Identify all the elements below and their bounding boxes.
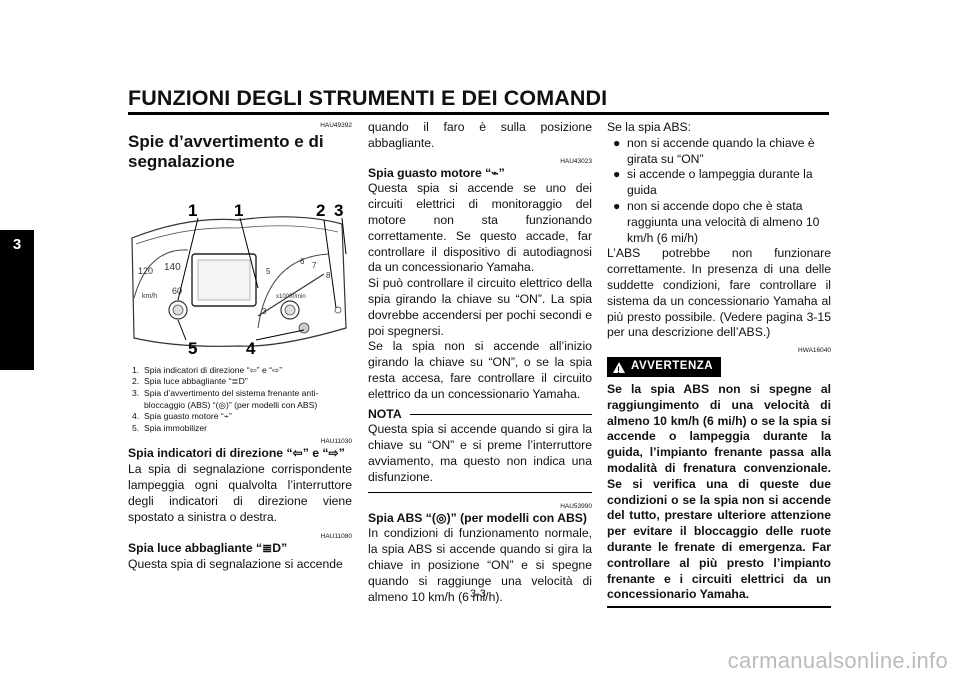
body-text: Se la spia non si accende all’inizio gir… — [368, 339, 592, 401]
warning-end-rule — [607, 606, 831, 609]
ref-code: HAU53990 — [560, 502, 592, 510]
ref-code: HAU43023 — [560, 157, 592, 165]
callout-3: 3 — [334, 201, 343, 220]
legend-item: 2.Spia luce abbagliante “≣D” — [132, 376, 248, 387]
warning-badge: ! AVVERTENZA — [607, 357, 722, 377]
subsection-title: Spia indicatori di direzione “⇦” e “⇨” — [128, 446, 345, 461]
body-text: La spia di segnalazione corrispondente l… — [128, 462, 352, 524]
column-1: HAU49392 Spie d’avvertimento e di segnal… — [128, 120, 352, 573]
svg-text:5: 5 — [266, 267, 271, 276]
callout-5: 5 — [188, 339, 197, 354]
legend-item: 4.Spia guasto motore “⌁” — [132, 411, 232, 422]
ref-code: HAU11030 — [320, 438, 352, 446]
callout-2: 2 — [316, 201, 325, 220]
body-text: Questa spia di segnalazione si accende — [128, 557, 343, 572]
subsection-title: Spia guasto motore “⌁” — [368, 165, 505, 180]
callout-4: 4 — [246, 339, 256, 354]
subsection-title: Spia luce abbagliante “≣D” — [128, 541, 288, 556]
legend-item: 3.Spia d’avvertimento del sistema frenan… — [132, 387, 319, 410]
body-text: In condizioni di funzionamento normale, … — [368, 526, 592, 604]
svg-text:120: 120 — [138, 266, 153, 276]
ref-code: HWA16040 — [798, 347, 831, 355]
svg-text:7: 7 — [312, 261, 317, 270]
subsection-title: Spia ABS “(◎)” (per modelli con ABS) — [368, 510, 587, 525]
body-text: L’ABS potrebbe non funzionare correttame… — [607, 246, 831, 340]
bullet-item: ●non si accende dopo che è stata raggiun… — [613, 198, 820, 245]
svg-text:8: 8 — [326, 271, 331, 280]
nota-heading: NOTA — [368, 407, 592, 423]
body-text: quando il faro è sulla posizione abbagli… — [368, 120, 592, 150]
svg-text:km/h: km/h — [142, 293, 157, 300]
column-2: quando il faro è sulla posizione abbagli… — [368, 120, 592, 605]
bullet-item: ●si accende o lampeggia durante la guida — [613, 167, 813, 198]
ref-code: HAU49392 — [320, 122, 352, 129]
callout-1a: 1 — [188, 201, 197, 220]
instrument-panel-figure: 120 140 km/h 60 5 6 7 8 x1000r/min 3 1 1… — [128, 178, 352, 358]
page-number: 3-3 — [470, 588, 486, 600]
body-text: Questa spia si accende se uno dei circui… — [368, 181, 592, 275]
svg-text:140: 140 — [164, 262, 181, 273]
svg-text:60: 60 — [172, 286, 182, 296]
body-text: Se la spia ABS: — [607, 120, 692, 134]
header-rule — [128, 112, 829, 115]
legend-item: 5.Spia immobilizer — [132, 422, 208, 433]
svg-text:6: 6 — [300, 257, 305, 266]
chapter-number: 3 — [12, 236, 22, 253]
figure-legend: 1.Spia indicatori di direzione “⇦” e “⇨”… — [132, 365, 352, 435]
bullet-item: ●non si accende quando la chiave è girat… — [613, 135, 815, 166]
section-title: Spie d’avvertimento e di segnalazione — [128, 132, 324, 171]
nota-text: Questa spia si accende quando si gira la… — [368, 422, 592, 484]
legend-item: 1.Spia indicatori di direzione “⇦” e “⇨” — [132, 364, 283, 375]
column-3: Se la spia ABS: ●non si accende quando l… — [607, 120, 831, 609]
warning-icon: ! — [613, 361, 625, 375]
svg-text:x1000r/min: x1000r/min — [276, 294, 306, 300]
page-header-title: FUNZIONI DEGLI STRUMENTI E DEI COMANDI — [128, 86, 608, 110]
callout-1b: 1 — [234, 201, 243, 220]
body-text: Si può controllare il circuito elettrico… — [368, 276, 592, 338]
divider — [368, 491, 592, 493]
chapter-tab: 3 — [0, 230, 34, 370]
ref-code: HAU11080 — [320, 533, 352, 541]
warning-text: Se la spia ABS non si spegne al raggiung… — [607, 381, 831, 602]
watermark: carmanualsonline.info — [727, 648, 948, 673]
